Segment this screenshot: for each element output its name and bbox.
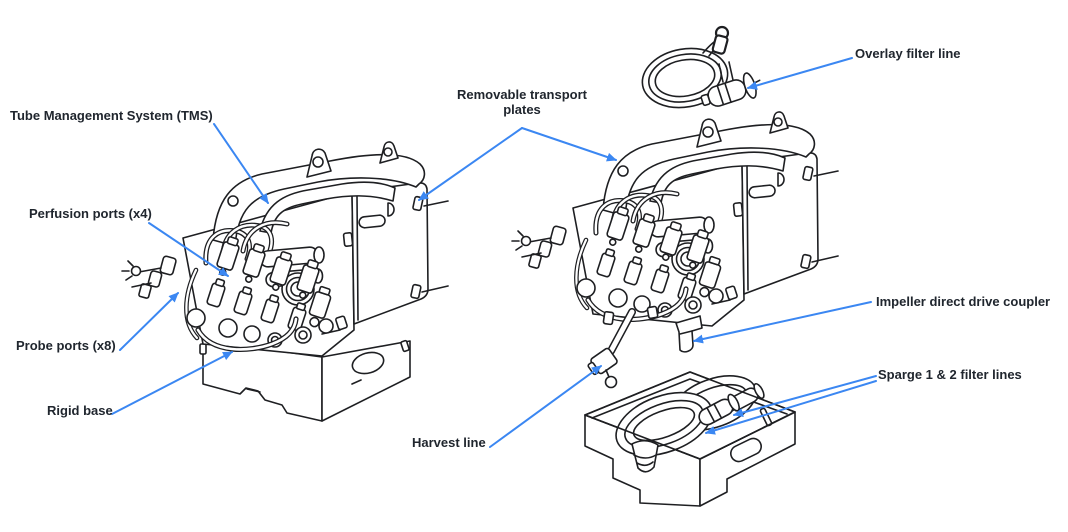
arrow-sparge-2 [705, 380, 877, 435]
label-sparge-filter-lines: Sparge 1 & 2 filter lines [878, 367, 1022, 382]
arrow-sparge-1 [733, 375, 877, 417]
exploded-vessel-illustration [512, 112, 838, 389]
assembled-vessel-illustration [122, 142, 448, 422]
arrow-rigid-base [111, 351, 233, 415]
arrow-tms [213, 123, 269, 204]
arrow-probe-ports [119, 292, 179, 351]
label-perfusion-ports: Perfusion ports (x4) [29, 206, 152, 221]
tray-base-illustration [584, 371, 796, 507]
sparge-filter-1 [698, 393, 740, 426]
label-overlay-filter-line: Overlay filter line [855, 46, 961, 61]
arrow-transport-plates-left [418, 127, 523, 201]
label-tube-management-system: Tube Management System (TMS) [10, 108, 213, 123]
label-probe-ports: Probe ports (x8) [16, 338, 116, 353]
label-harvest-line: Harvest line [412, 435, 486, 450]
label-impeller-direct-drive-coupler: Impeller direct drive coupler [876, 294, 1051, 309]
label-rigid-base: Rigid base [47, 403, 113, 418]
arrow-overlay-filter [747, 57, 853, 90]
rigid-base-illustration [199, 339, 411, 422]
impeller-coupler-illustration [675, 315, 703, 353]
arrow-harvest-line [489, 365, 602, 448]
arrow-transport-plates-right [521, 127, 617, 162]
annotation-arrows [111, 57, 877, 448]
arrow-perfusion-ports [148, 222, 229, 277]
overlay-filter-illustration [641, 25, 761, 109]
arrow-impeller-coupler [693, 301, 872, 344]
label-removable-transport-plates: Removable transport plates [456, 87, 588, 117]
